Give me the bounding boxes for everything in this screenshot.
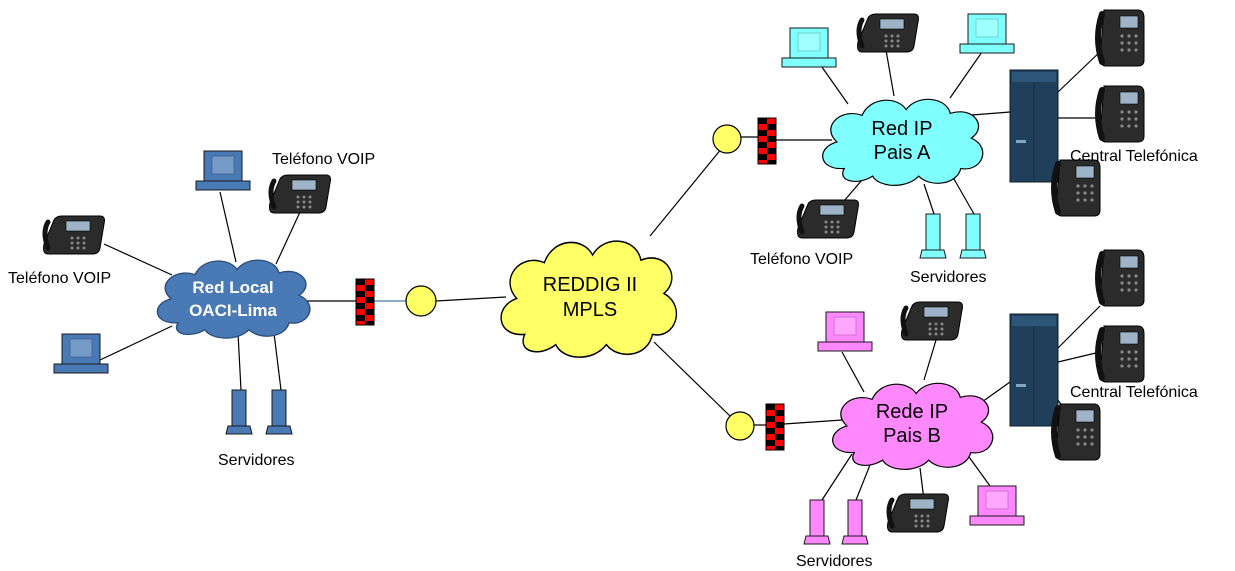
voip-phone-icon-a-bottom (798, 200, 859, 238)
server-icon-a-1 (919, 213, 947, 259)
server-icon-a-2 (959, 213, 987, 259)
router-node-lima (405, 285, 437, 317)
cloud-pais-b: Rede IP Pais B (832, 382, 994, 471)
label-lima-phone-top: Teléfono VOIP (272, 151, 375, 168)
pbx-phone-icon-a-1 (1098, 10, 1144, 66)
pbx-phone-icon-b-2 (1098, 326, 1144, 382)
cloud-reddig-line1: REDDIG II (543, 274, 637, 296)
server-icon-lima-2 (265, 389, 293, 435)
pc-icon-lima-top (195, 150, 251, 191)
firewall-icon-lima (355, 278, 375, 326)
server-icon-b-2 (841, 499, 869, 545)
firewall-icon-b (765, 403, 785, 451)
cloud-a-line2: Pais A (874, 142, 931, 164)
label-a-phone: Teléfono VOIP (750, 251, 853, 268)
label-a-pbx: Central Telefónica (1070, 148, 1198, 165)
cloud-lima: Red Local OACI-Lima (156, 259, 311, 339)
cloud-b-line2: Pais B (883, 425, 941, 447)
pbx-icon-b (1009, 313, 1059, 427)
voip-phone-icon-a-top (858, 14, 919, 52)
pc-icon-lima-left (53, 333, 109, 374)
label-lima-phone-left: Teléfono VOIP (8, 270, 111, 287)
pbx-phone-icon-b-3 (1054, 404, 1100, 460)
cloud-pais-a: Red IP Pais A (822, 98, 984, 187)
pc-icon-b-2 (969, 485, 1025, 526)
cloud-reddig: REDDIG II MPLS (500, 240, 678, 358)
pbx-phone-icon-a-2 (1098, 86, 1144, 142)
cloud-lima-line1: Red Local (192, 278, 273, 297)
voip-phone-icon-lima-top (270, 175, 331, 213)
voip-phone-icon-b-top (902, 302, 963, 340)
voip-phone-icon-lima-left (44, 216, 105, 254)
pc-icon-b-1 (817, 311, 873, 352)
cloud-b-line1: Rede IP (876, 401, 948, 423)
pbx-phone-icon-a-3 (1054, 160, 1100, 216)
voip-phone-icon-b-bottom (888, 494, 949, 532)
pc-icon-a-1 (781, 27, 837, 68)
cloud-reddig-line2: MPLS (563, 299, 617, 321)
pbx-icon-a (1009, 69, 1059, 183)
router-node-a (712, 124, 742, 154)
router-node-b (725, 411, 755, 441)
pbx-phone-icon-b-1 (1098, 250, 1144, 306)
pc-icon-a-2 (959, 13, 1015, 54)
label-b-pbx: Central Telefónica (1070, 384, 1198, 401)
label-a-servers: Servidores (910, 269, 986, 286)
firewall-icon-a (757, 117, 777, 165)
cloud-a-line1: Red IP (871, 118, 932, 140)
server-icon-lima-1 (225, 389, 253, 435)
server-icon-b-1 (803, 499, 831, 545)
label-lima-servers: Servidores (218, 452, 294, 469)
label-b-servers: Servidores (796, 553, 872, 570)
cloud-lima-line2: OACI-Lima (189, 301, 277, 320)
